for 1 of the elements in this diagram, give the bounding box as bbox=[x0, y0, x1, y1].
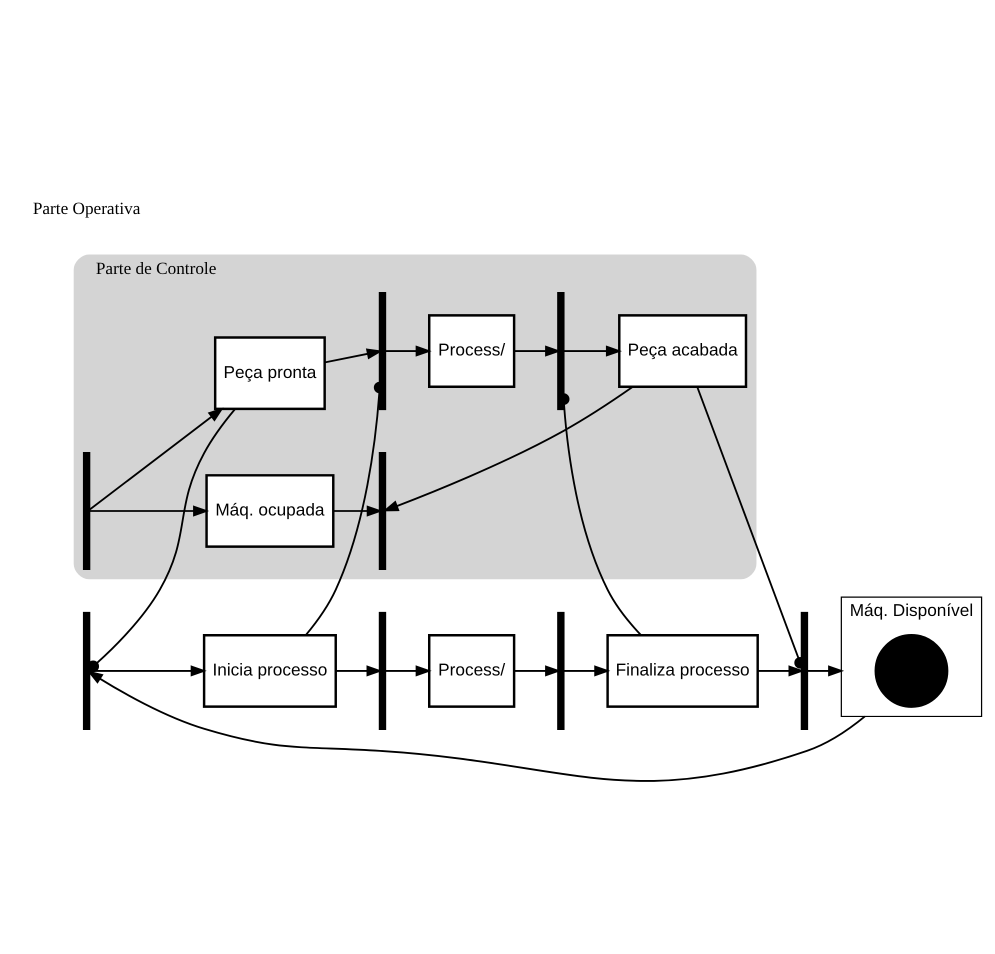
label: Parte Operativa bbox=[32, 198, 140, 218]
